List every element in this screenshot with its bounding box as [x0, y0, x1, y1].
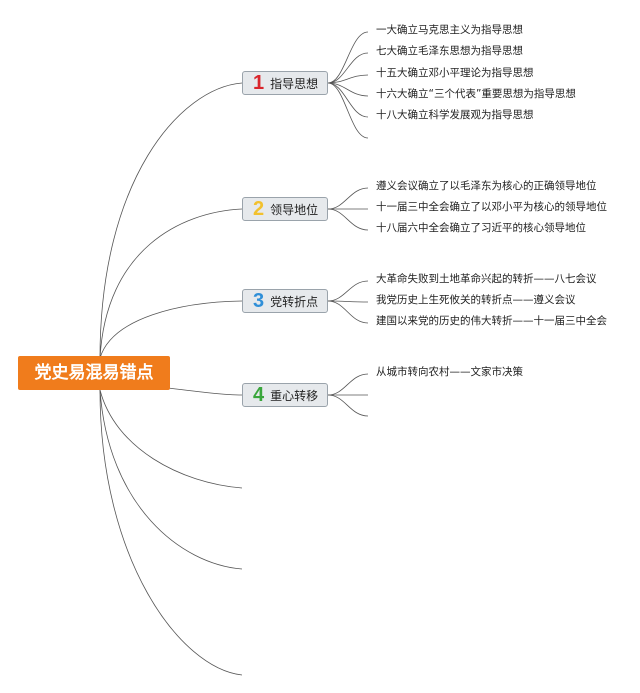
leaf-connector-2-3 — [327, 208, 369, 231]
leaf-3-3[interactable]: 建国以来党的历史的伟大转折——十一届三中全会 — [376, 315, 607, 327]
branch-focus-shift[interactable]: 4 重心转移 — [242, 383, 328, 407]
root-connector-7 — [99, 389, 243, 676]
leaf-connector-1-2 — [327, 52, 369, 84]
root-topic[interactable]: 党史易混易错点 — [18, 356, 170, 390]
root-connector-3 — [99, 300, 243, 359]
leaf-connector-2-1 — [327, 187, 369, 210]
leaf-4-1[interactable]: 从城市转向农村——文家市决策 — [376, 366, 523, 378]
branch-guiding-ideology[interactable]: 1 指导思想 — [242, 71, 328, 95]
leaf-connector-1-1 — [327, 31, 369, 84]
leaf-connector-3-3 — [327, 300, 369, 324]
branch-number-1: 1 — [253, 72, 265, 94]
branch-label-4: 重心转移 — [270, 388, 319, 403]
leaf-2-1[interactable]: 遵义会议确立了以毛泽东为核心的正确领导地位 — [376, 180, 597, 192]
leaf-2-3[interactable]: 十八届六中全会确立了习近平的核心领导地位 — [376, 222, 586, 234]
branch-label-1: 指导思想 — [270, 76, 319, 91]
leaf-connector-4-3 — [327, 394, 369, 417]
leaf-connector-4-1 — [327, 373, 369, 396]
leaf-1-4[interactable]: 十六大确立“三个代表”重要思想为指导思想 — [376, 88, 576, 100]
root-connector-2 — [99, 208, 243, 359]
leaf-connector-3-1 — [327, 280, 369, 302]
leaf-3-1[interactable]: 大革命失败到土地革命兴起的转折——八七会议 — [376, 273, 597, 285]
branch-leadership-position[interactable]: 2 领导地位 — [242, 197, 328, 221]
root-title: 党史易混易错点 — [34, 363, 154, 383]
root-connector-5 — [99, 389, 243, 489]
leaf-connector-1-3 — [327, 74, 369, 84]
branch-label-2: 领导地位 — [270, 202, 319, 217]
branch-number-4: 4 — [253, 384, 265, 406]
branch-turning-points[interactable]: 3 党转折点 — [242, 289, 328, 313]
branch-label-3: 党转折点 — [270, 294, 319, 309]
root-connector-1 — [99, 82, 243, 359]
leaf-1-1[interactable]: 一大确立马克思主义为指导思想 — [376, 24, 523, 36]
leaf-1-3[interactable]: 十五大确立邓小平理论为指导思想 — [376, 67, 534, 79]
leaf-2-2[interactable]: 十一届三中全会确立了以邓小平为核心的领导地位 — [376, 201, 607, 213]
leaf-connector-1-6 — [327, 82, 369, 139]
branch-number-2: 2 — [253, 198, 265, 220]
leaf-1-2[interactable]: 七大确立毛泽东思想为指导思想 — [376, 45, 523, 57]
leaf-1-5[interactable]: 十八大确立科学发展观为指导思想 — [376, 109, 534, 121]
root-connector-4 — [167, 387, 243, 396]
branch-number-3: 3 — [253, 290, 265, 312]
leaf-3-2[interactable]: 我党历史上生死攸关的转折点——遵义会议 — [376, 294, 576, 306]
root-connector-6 — [99, 389, 243, 570]
